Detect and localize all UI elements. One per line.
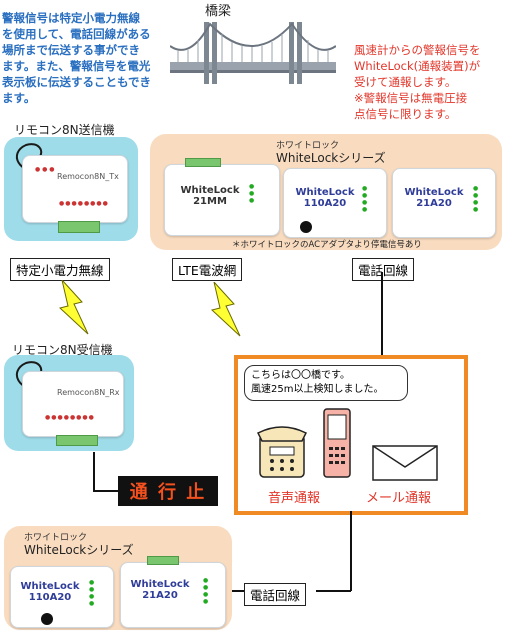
terminal-block — [58, 221, 100, 233]
notification-box: こちらは〇〇橋です。 風速25m以上検知しました。 音声通報 メール通報 — [234, 355, 468, 515]
bridge-icon — [170, 22, 336, 84]
mobile-phone-icon — [323, 408, 351, 478]
speech-line: こちらは〇〇橋です。 — [251, 370, 350, 381]
button-dot — [300, 221, 312, 233]
notify-description: 風速計からの警報信号を WhiteLock(通報装置)が 受けて通報します。 ※… — [354, 42, 504, 122]
mail-icon — [372, 445, 438, 481]
device-label: Remocon8N_Rx — [57, 388, 120, 397]
description-line: WhiteLock(通報装置)が — [354, 59, 481, 73]
voice-notify-label: 音声通報 — [268, 491, 321, 506]
whitelock-title: WhiteLockシリーズ — [276, 151, 386, 165]
device-label: Remocon8N_Tx — [57, 172, 119, 181]
power-note: ＊ホワイトロックのACアダプタより停電信号あり — [232, 240, 422, 250]
description-line: 点信号に限ります。 — [354, 107, 457, 121]
connector-line — [232, 590, 244, 592]
whitelock-bottom-panel: ホワイトロック WhiteLockシリーズ WhiteLock 110A20 ●… — [4, 526, 232, 630]
model-name: WhiteLock 21A20 — [404, 187, 464, 209]
lightning-icon — [58, 280, 89, 335]
intro-line: 表示板に伝送することもでき — [2, 75, 152, 89]
connector-line — [381, 272, 383, 355]
led-indicator: ●●●● — [473, 185, 479, 213]
connector-line — [93, 452, 95, 492]
telephone-icon — [256, 426, 308, 478]
led-indicator: ●●● — [249, 183, 255, 204]
speech-line: 風速25m以上検知しました。 — [251, 384, 384, 395]
led-row: ●●●●●●●● — [59, 200, 109, 207]
speech-bubble: こちらは〇〇橋です。 風速25m以上検知しました。 — [244, 365, 408, 401]
connector-line — [93, 490, 118, 492]
model-name: WhiteLock 21MM — [180, 185, 240, 207]
terminal-block — [147, 556, 179, 565]
led-indicator: ●●●● — [362, 185, 368, 213]
receiver-caption: リモコン8N受信機 — [12, 343, 113, 357]
receiver-panel: Remocon8N_Rx ●●●●●●●● — [4, 355, 134, 451]
description-line: 受けて通報します。 — [354, 75, 457, 89]
bridge-label: 橋梁 — [205, 4, 232, 19]
model-name: WhiteLock 21A20 — [130, 579, 190, 601]
device-21mm: WhiteLock 21MM ●●● — [164, 158, 280, 236]
device-110a20: WhiteLock 110A20 ●●●● — [283, 168, 387, 238]
intro-line: を使用して、電話回線がある — [2, 27, 151, 41]
model-name: WhiteLock 110A20 — [295, 187, 355, 209]
receiver-device: Remocon8N_Rx ●●●●●●●● — [22, 371, 124, 437]
model-name: WhiteLock 110A20 — [20, 581, 80, 603]
phone-line-label-top: 電話回線 — [352, 258, 415, 281]
terminal-block — [185, 158, 221, 167]
terminal-block — [56, 435, 98, 446]
intro-text: 警報信号は特定小電力無線 を使用して、電話回線がある 場所まで伝送する事ができ … — [2, 10, 174, 106]
description-line: ※警報信号は無電圧接 — [354, 91, 468, 105]
connector-line — [316, 590, 351, 592]
device-110a20: WhiteLock 110A20 ●●●● — [10, 566, 114, 628]
transmitter-device: Remocon8N_Tx ● ● ● ●●●●●●●● — [22, 155, 128, 223]
mail-notify-label: メール通報 — [366, 491, 432, 506]
transmitter-caption: リモコン8N送信機 — [14, 123, 115, 137]
device-21a20: WhiteLock 21A20 ●●●● — [392, 168, 496, 238]
led-indicator: ●●●● — [203, 577, 209, 605]
intro-line: 場所まで伝送する事ができ — [2, 43, 140, 57]
intro-line: ます。また、警報信号を電光 — [2, 59, 151, 73]
description-line: 風速計からの警報信号を — [354, 43, 481, 57]
radio-label: 特定小電力無線 — [10, 258, 110, 281]
device-21a20: WhiteLock 21A20 ●●●● — [120, 556, 226, 628]
transmitter-panel: Remocon8N_Tx ● ● ● ●●●●●●●● — [4, 137, 138, 241]
road-closed-sign: 通 行 止 — [118, 476, 218, 506]
intro-line: ます。 — [2, 91, 36, 105]
button-dot — [41, 613, 53, 625]
whitelock-title: WhiteLockシリーズ — [24, 543, 134, 557]
phone-line-label-bottom: 電話回線 — [244, 583, 307, 606]
connector-line — [350, 511, 352, 591]
led-row: ●●●●●●●● — [45, 414, 95, 421]
whitelock-top-panel: ホワイトロック WhiteLockシリーズ WhiteLock 21MM ●●●… — [150, 134, 502, 250]
intro-line: 警報信号は特定小電力無線 — [2, 11, 140, 25]
lte-label: LTE電波網 — [172, 258, 243, 281]
whitelock-sub: ホワイトロック — [276, 141, 340, 151]
led-indicator: ● ● ● — [35, 166, 55, 173]
whitelock-sub: ホワイトロック — [24, 533, 88, 543]
lightning-icon — [210, 282, 241, 337]
led-indicator: ●●●● — [89, 579, 95, 607]
